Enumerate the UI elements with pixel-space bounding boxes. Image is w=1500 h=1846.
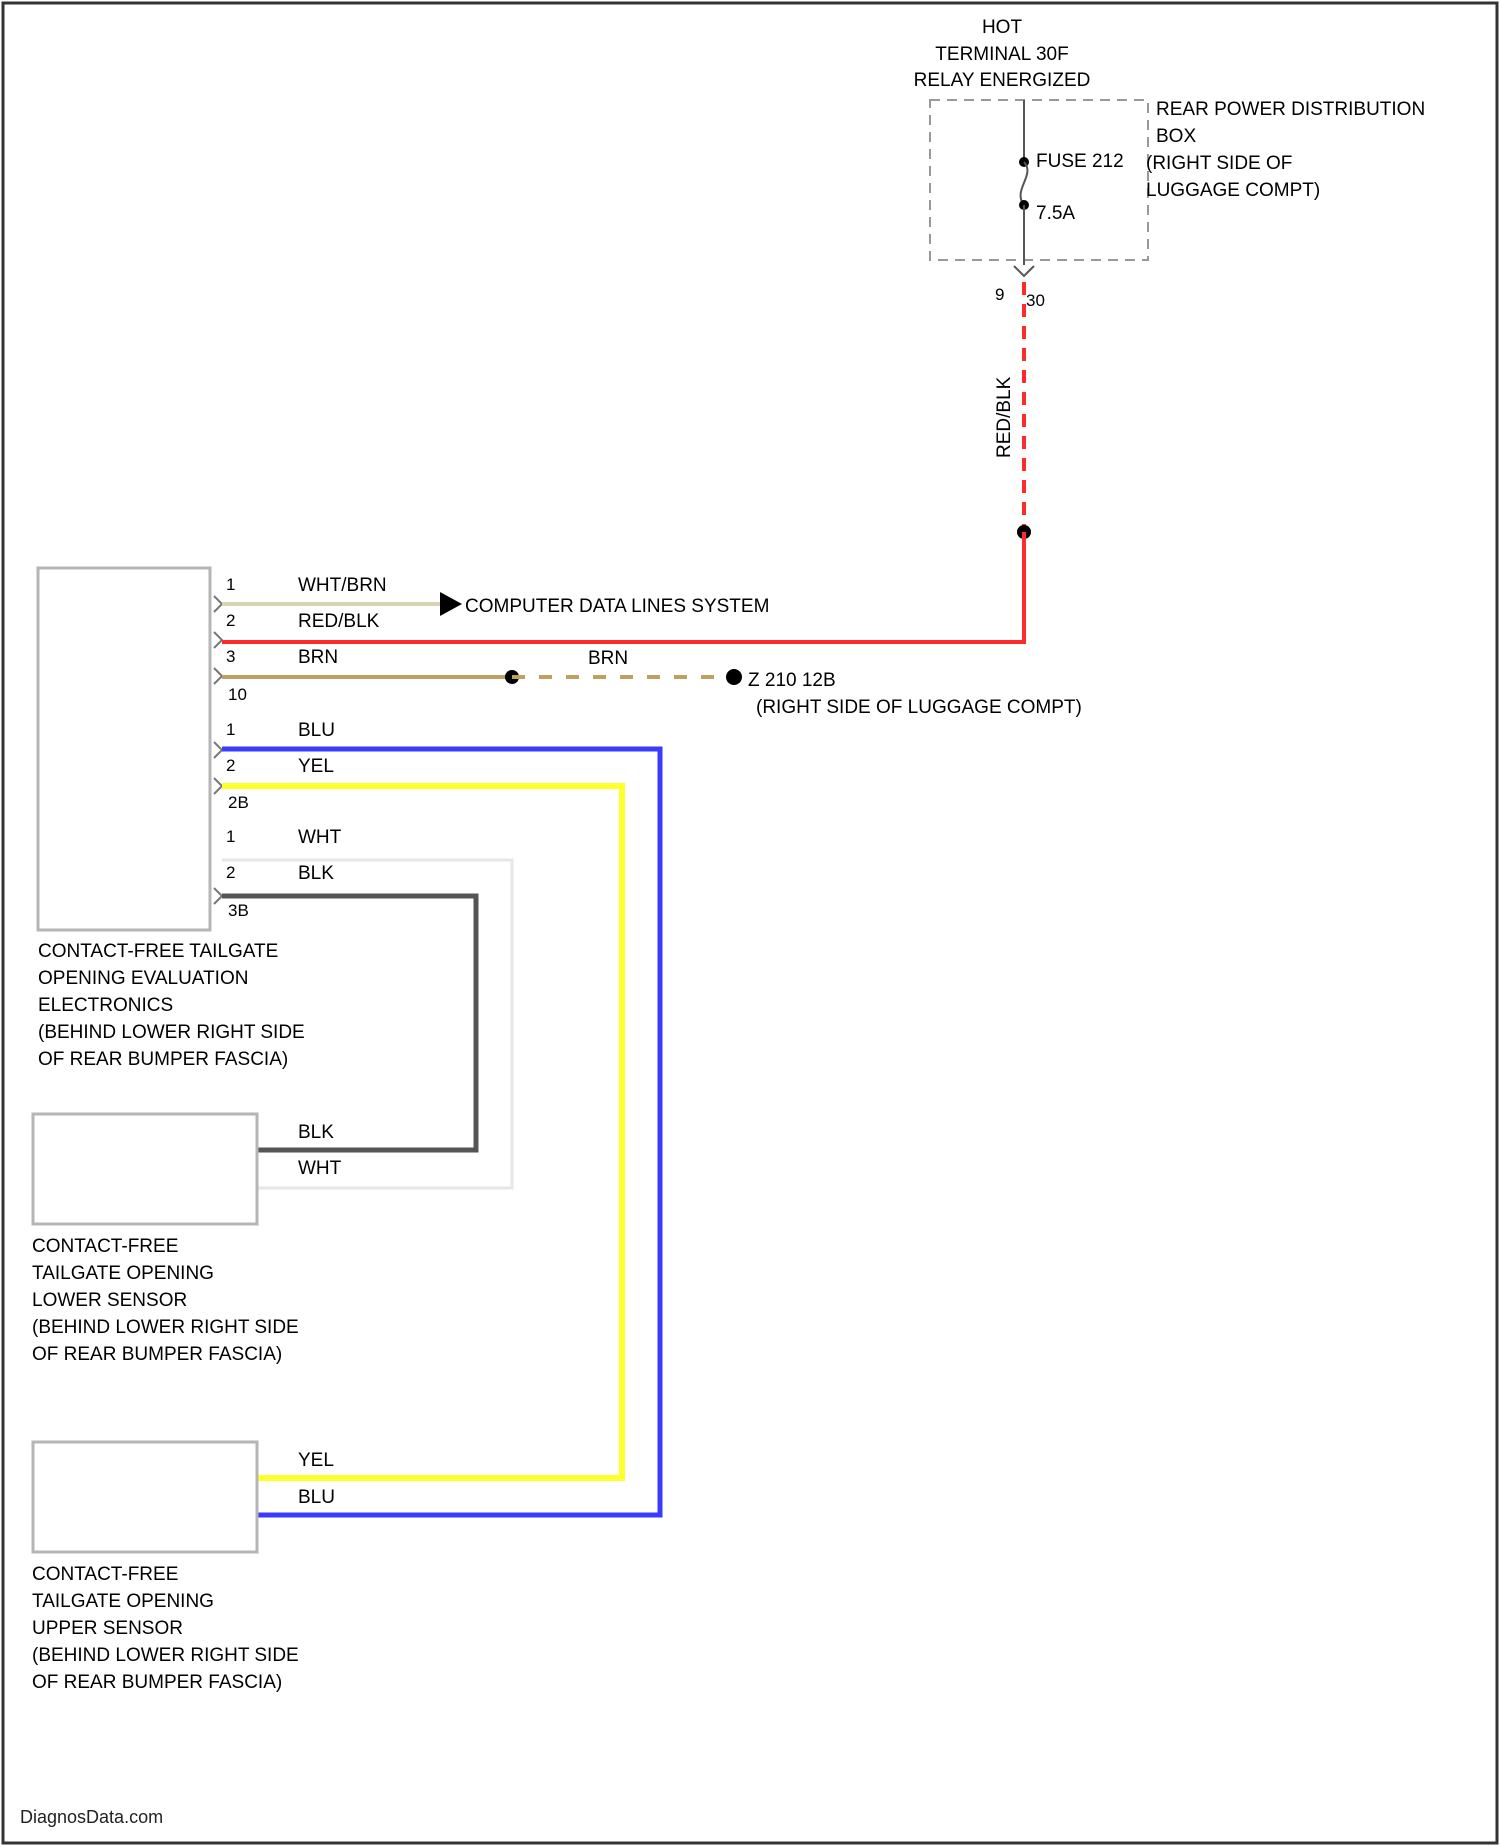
wire-color-label: BRN xyxy=(298,647,338,668)
hot-label-line: HOT xyxy=(982,17,1023,38)
wire-color-label: BLU xyxy=(298,720,335,741)
wire-color-label: WHT xyxy=(298,1158,342,1179)
rpdb-label-line: BOX xyxy=(1156,126,1196,147)
pin-number: 3 xyxy=(226,647,235,666)
pin-number: 2 xyxy=(226,863,235,882)
module-label-line: OF REAR BUMPER FASCIA) xyxy=(38,1049,288,1070)
wire-color-label: WHT xyxy=(298,827,342,848)
pin-number: 9 xyxy=(995,285,1004,304)
module-label-line: ELECTRONICS xyxy=(38,995,173,1016)
hot-label-line: RELAY ENERGIZED xyxy=(914,70,1091,91)
wire-color-label: RED/BLK xyxy=(298,611,380,632)
wire-color-label: BLU xyxy=(298,1487,335,1508)
rpdb-label: REAR POWER DISTRIBUTION BOX (RIGHT SIDE … xyxy=(1146,99,1425,201)
lower-sensor-label-line: LOWER SENSOR xyxy=(32,1290,187,1311)
connector-symbol xyxy=(214,888,222,904)
pin-number: 1 xyxy=(226,720,235,739)
module-label-line: (BEHIND LOWER RIGHT SIDE xyxy=(38,1022,305,1043)
wire-color-label: YEL xyxy=(298,756,334,777)
connector-symbol xyxy=(214,668,222,684)
watermark: DiagnosData.com xyxy=(20,1807,163,1827)
upper-sensor-label-line: TAILGATE OPENING xyxy=(32,1591,214,1612)
pin-number: 2 xyxy=(226,611,235,630)
wire-color-label: WHT/BRN xyxy=(298,575,387,596)
lower-sensor-label-line: (BEHIND LOWER RIGHT SIDE xyxy=(32,1317,299,1338)
pin-number: 1 xyxy=(226,827,235,846)
upper-sensor-label-line: (BEHIND LOWER RIGHT SIDE xyxy=(32,1645,299,1666)
ground-label: Z 210 12B xyxy=(748,670,836,691)
connector-symbol xyxy=(214,596,222,612)
connector-symbol xyxy=(1014,266,1034,276)
pin-number: 30 xyxy=(1026,291,1045,310)
upper-sensor-box xyxy=(33,1442,257,1552)
lower-sensor-label: CONTACT-FREE TAILGATE OPENING LOWER SENS… xyxy=(32,1236,299,1365)
ground-point-icon xyxy=(726,669,742,685)
wire-color-label: BLK xyxy=(298,863,334,884)
connector-id: 3B xyxy=(228,901,249,920)
arrow-icon xyxy=(440,592,462,616)
blu-wire xyxy=(222,749,660,1515)
fuse-symbol xyxy=(1021,162,1028,205)
hot-terminal-label: HOT TERMINAL 30F RELAY ENERGIZED xyxy=(914,17,1091,91)
wire-color-label: YEL xyxy=(298,1450,334,1471)
pin-number: 1 xyxy=(226,575,235,594)
page-frame xyxy=(3,3,1497,1843)
connector-symbol xyxy=(214,742,222,758)
rpdb-label-line: LUGGAGE COMPT) xyxy=(1146,180,1320,201)
ground-location: (RIGHT SIDE OF LUGGAGE COMPT) xyxy=(756,697,1082,718)
rpdb-label-line: (RIGHT SIDE OF xyxy=(1146,153,1292,174)
yel-wire xyxy=(222,786,622,1478)
data-lines-label: COMPUTER DATA LINES SYSTEM xyxy=(465,596,769,617)
lower-sensor-label-line: OF REAR BUMPER FASCIA) xyxy=(32,1344,282,1365)
lower-sensor-label-line: CONTACT-FREE xyxy=(32,1236,178,1257)
connector-symbol xyxy=(214,632,222,648)
connector-id: 2B xyxy=(228,793,249,812)
upper-sensor-label-line: UPPER SENSOR xyxy=(32,1618,183,1639)
hot-label-line: TERMINAL 30F xyxy=(935,44,1068,65)
upper-sensor-label: CONTACT-FREE TAILGATE OPENING UPPER SENS… xyxy=(32,1564,299,1693)
module-label-line: OPENING EVALUATION xyxy=(38,968,248,989)
connector-symbol xyxy=(214,778,222,794)
upper-sensor-label-line: OF REAR BUMPER FASCIA) xyxy=(32,1672,282,1693)
module-label: CONTACT-FREE TAILGATE OPENING EVALUATION… xyxy=(38,941,305,1070)
module-label-line: CONTACT-FREE TAILGATE xyxy=(38,941,278,962)
upper-sensor-label-line: CONTACT-FREE xyxy=(32,1564,178,1585)
wire-color-label: BLK xyxy=(298,1122,334,1143)
fuse-terminal-dot xyxy=(1019,157,1029,167)
rear-power-distribution-box xyxy=(930,100,1148,260)
vertical-wire-color-label: RED/BLK xyxy=(994,376,1015,458)
rpdb-label-line: REAR POWER DISTRIBUTION xyxy=(1156,99,1425,120)
ground-wire-color: BRN xyxy=(588,648,628,669)
pin-number: 2 xyxy=(226,756,235,775)
lower-sensor-label-line: TAILGATE OPENING xyxy=(32,1263,214,1284)
connector-id: 10 xyxy=(228,685,247,704)
fuse-rating: 7.5A xyxy=(1036,203,1075,224)
fuse-label: FUSE 212 xyxy=(1036,151,1124,172)
evaluation-electronics-module xyxy=(38,568,210,930)
lower-sensor-box xyxy=(33,1114,257,1224)
